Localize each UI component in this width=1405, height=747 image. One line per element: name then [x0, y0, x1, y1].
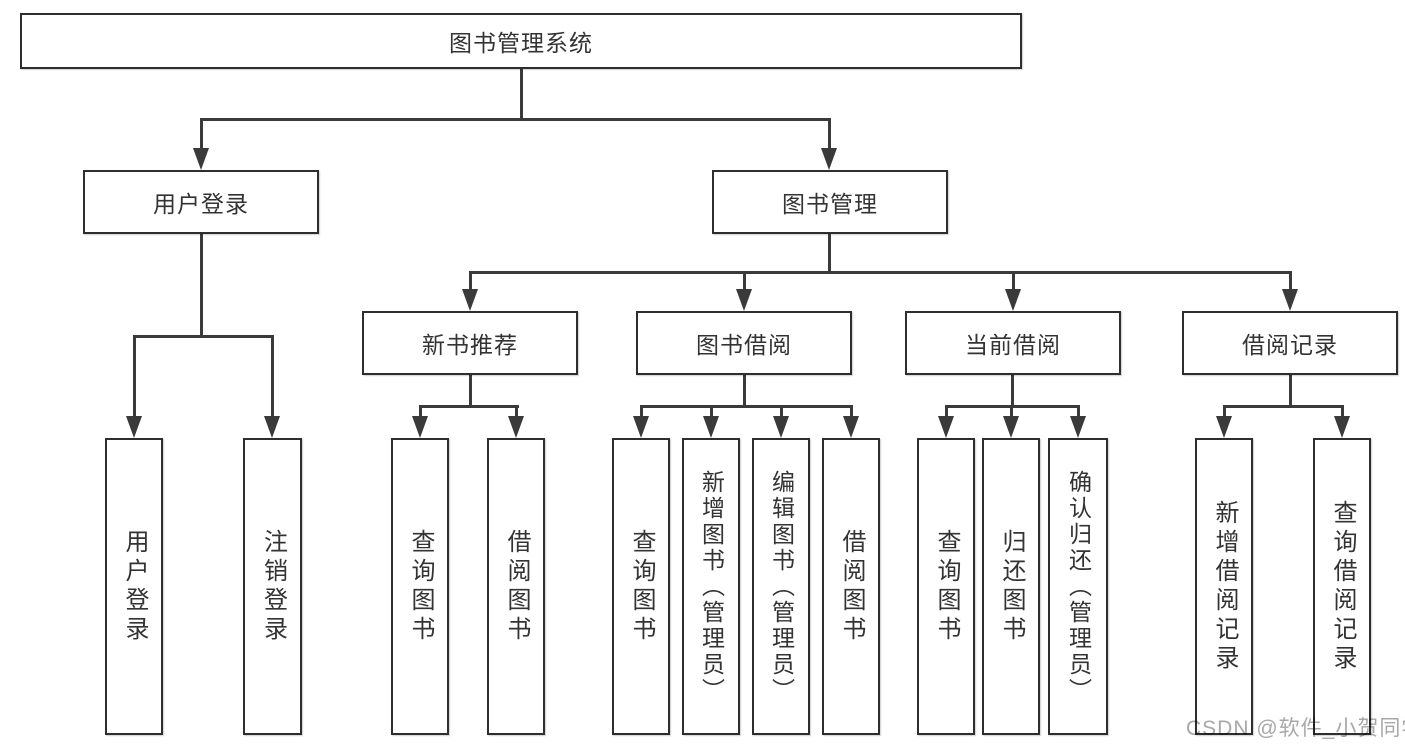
arrow-down-icon: [412, 416, 428, 438]
arrow-down-icon: [1070, 416, 1086, 438]
leaf-query-borrow-record: 查询借阅记录: [1313, 438, 1371, 735]
arrow-down-icon: [736, 289, 752, 311]
connector-drop: [640, 405, 643, 418]
connector-book-management-hline: [469, 271, 1292, 274]
leaf-add-borrow-record: 新增借阅记录: [1195, 438, 1253, 735]
node-root: 图书管理系统: [20, 13, 1022, 69]
leaf-borrow-books-label: 借阅图书: [503, 528, 530, 645]
arrow-down-icon: [821, 148, 837, 170]
leaf-query-books-recommend: 查询图书: [391, 438, 449, 735]
node-book-borrow-label: 图书借阅: [696, 332, 792, 358]
connector-book-borrow-stub: [743, 374, 746, 407]
connector-drop-user-login: [200, 118, 203, 150]
arrow-down-icon: [1216, 416, 1232, 438]
connector-drop-logout: [271, 335, 274, 418]
connector-drop: [1010, 405, 1013, 418]
connector-drop: [1223, 405, 1226, 418]
connector-drop-login: [133, 335, 136, 418]
connector-new-book-hline: [419, 405, 519, 408]
node-borrow-record-label: 借阅记录: [1242, 332, 1338, 358]
leaf-query-books-label: 查询图书: [628, 528, 655, 645]
leaf-return-books: 归还图书: [982, 438, 1040, 735]
node-new-book-recommend-label: 新书推荐: [422, 332, 518, 358]
arrow-down-icon: [938, 416, 954, 438]
connector-drop: [780, 405, 783, 418]
connector-drop-new-book: [469, 271, 472, 291]
arrow-down-icon: [264, 416, 280, 438]
node-current-borrow: 当前借阅: [905, 311, 1121, 375]
leaf-add-borrow-record-label: 新增借阅记录: [1211, 499, 1238, 674]
leaf-return-books-label: 归还图书: [998, 528, 1025, 645]
connector-drop: [1077, 405, 1080, 418]
node-current-borrow-label: 当前借阅: [965, 332, 1061, 358]
leaf-add-books-admin: 新增图书（管理员）: [682, 438, 740, 735]
arrow-down-icon: [126, 416, 142, 438]
connector-borrow-record-stub: [1289, 374, 1292, 407]
connector-drop: [945, 405, 948, 418]
arrow-down-icon: [1003, 416, 1019, 438]
leaf-query-books-label: 查询图书: [933, 528, 960, 645]
connector-drop-borrow-record: [1289, 271, 1292, 291]
connector-drop: [710, 405, 713, 418]
leaf-add-books-admin-label: 新增图书（管理员）: [698, 469, 725, 704]
connector-drop: [419, 405, 422, 418]
watermark: CSDN @软件_小贺同学: [1186, 717, 1405, 740]
arrow-down-icon: [1334, 416, 1350, 438]
node-borrow-record: 借阅记录: [1182, 311, 1398, 375]
leaf-query-books-borrow: 查询图书: [612, 438, 670, 735]
connector-drop: [515, 405, 518, 418]
node-user-login-label: 用户登录: [153, 191, 249, 217]
leaf-borrow-books-label: 借阅图书: [838, 528, 865, 645]
leaf-user-login-label: 用户登录: [121, 528, 148, 645]
leaf-user-login: 用户登录: [105, 438, 163, 735]
connector-root-stub: [520, 68, 523, 120]
connector-current-borrow-stub: [1011, 374, 1014, 407]
node-book-borrow: 图书借阅: [636, 311, 852, 375]
connector-drop: [850, 405, 853, 418]
leaf-query-books-label: 查询图书: [407, 528, 434, 645]
node-book-management-label: 图书管理: [782, 191, 878, 217]
connector-drop: [1341, 405, 1344, 418]
connector-drop-book-management: [828, 118, 831, 150]
leaf-edit-books-admin-label: 编辑图书（管理员）: [768, 469, 795, 704]
connector-user-login-hline: [133, 335, 274, 338]
leaf-logout-label: 注销登录: [259, 528, 287, 645]
arrow-down-icon: [508, 416, 524, 438]
connector-user-login-stub: [200, 233, 203, 337]
leaf-borrow-books: 借阅图书: [822, 438, 880, 735]
leaf-query-borrow-record-label: 查询借阅记录: [1329, 499, 1356, 674]
node-root-label: 图书管理系统: [449, 30, 593, 56]
connector-borrow-record-hline: [1223, 405, 1344, 408]
connector-drop-book-borrow: [743, 271, 746, 291]
node-book-management: 图书管理: [712, 170, 948, 234]
arrow-down-icon: [703, 416, 719, 438]
leaf-confirm-return-admin-label: 确认归还（管理员）: [1065, 469, 1092, 704]
arrow-down-icon: [843, 416, 859, 438]
arrow-down-icon: [633, 416, 649, 438]
arrow-down-icon: [773, 416, 789, 438]
connector-book-management-stub: [828, 233, 831, 273]
arrow-down-icon: [462, 289, 478, 311]
arrow-down-icon: [1282, 289, 1298, 311]
arrow-down-icon: [193, 148, 209, 170]
node-new-book-recommend: 新书推荐: [362, 311, 578, 375]
leaf-confirm-return-admin: 确认归还（管理员）: [1048, 438, 1108, 735]
leaf-edit-books-admin: 编辑图书（管理员）: [752, 438, 810, 735]
leaf-query-books-current: 查询图书: [917, 438, 975, 735]
leaf-logout: 注销登录: [243, 438, 302, 735]
connector-root-hline: [200, 118, 831, 121]
node-user-login: 用户登录: [83, 170, 319, 234]
leaf-borrow-books-recommend: 借阅图书: [487, 438, 545, 735]
connector-book-borrow-hline: [640, 405, 852, 408]
connector-drop-current-borrow: [1012, 271, 1015, 291]
connector-new-book-stub: [469, 374, 472, 407]
arrow-down-icon: [1005, 289, 1021, 311]
